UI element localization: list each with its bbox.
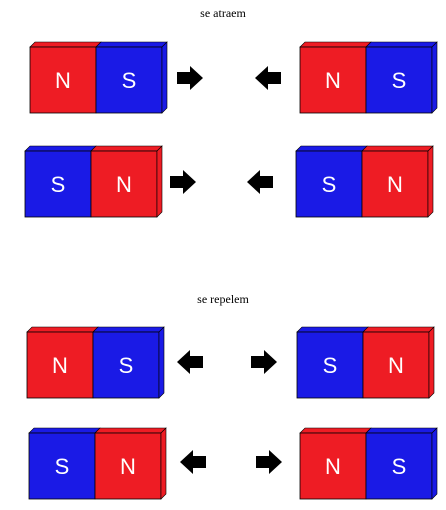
arrow-left-icon [177,350,203,374]
south-pole-face [365,432,433,500]
north-pole-top [361,145,434,152]
south-pole-label: S [122,68,137,93]
north-pole-face [299,46,367,114]
south-pole-top [95,41,168,48]
north-pole-label: N [52,353,68,378]
south-pole-label: S [322,172,337,197]
attract-heading: se atraem [200,6,246,20]
repel-heading: se repelem [197,292,249,306]
south-pole-label: S [51,172,66,197]
arrow-right-icon [251,350,277,374]
north-pole-top [94,427,167,434]
south-pole-label: S [119,353,134,378]
magnet-side-face [158,326,165,399]
north-pole-face [29,46,97,114]
south-pole-face [296,331,364,399]
south-pole-top [295,145,368,152]
south-pole-top [365,41,438,48]
north-pole-label: N [55,68,71,93]
north-pole-face [361,150,429,218]
north-pole-face [26,331,94,399]
north-pole-face [299,432,367,500]
magnet-side-face [431,427,438,500]
magnet-side-face [427,145,434,218]
north-pole-face [94,432,162,500]
south-pole-top [365,427,438,434]
arrow-right-icon [170,170,196,194]
south-pole-label: S [392,454,407,479]
arrow-right-icon [256,450,282,474]
south-pole-label: S [323,353,338,378]
south-pole-top [24,145,97,152]
north-pole-label: N [388,353,404,378]
south-pole-top [296,326,369,333]
north-pole-top [299,41,372,48]
south-pole-face [24,150,92,218]
north-pole-label: N [387,172,403,197]
magnet-side-face [156,145,163,218]
magnet-side-face [428,326,435,399]
north-pole-top [362,326,435,333]
north-pole-top [26,326,99,333]
south-pole-face [28,432,96,500]
magnet-side-face [161,41,168,114]
arrow-left-icon [247,170,273,194]
south-pole-face [295,150,363,218]
north-pole-label: N [120,454,136,479]
south-pole-label: S [55,454,70,479]
north-pole-label: N [325,68,341,93]
north-pole-label: N [116,172,132,197]
south-pole-top [28,427,101,434]
arrow-right-icon [177,66,203,90]
arrow-left-icon [180,450,206,474]
north-pole-top [299,427,372,434]
arrow-left-icon [255,66,281,90]
north-pole-face [362,331,430,399]
magnet-side-face [160,427,167,500]
south-pole-top [92,326,165,333]
south-pole-face [365,46,433,114]
south-pole-label: S [392,68,407,93]
north-pole-face [90,150,158,218]
magnet-side-face [431,41,438,114]
north-pole-top [90,145,163,152]
north-pole-label: N [325,454,341,479]
north-pole-top [29,41,102,48]
